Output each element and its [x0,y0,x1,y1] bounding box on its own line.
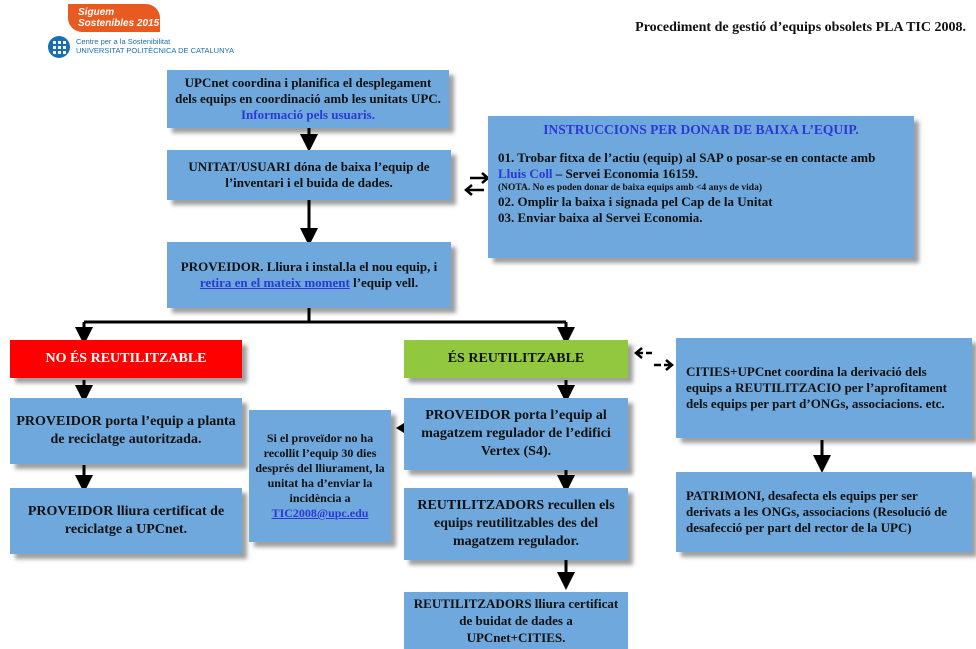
instructions-title: INSTRUCCIONS PER DONAR DE BAIXA L’EQUIP. [543,122,859,137]
patrimoni-disaffection: PATRIMONI, desafecta els equips per ser … [676,472,972,552]
logo-org-line2: UNIVERSITAT POLITÈCNICA DE CATALUNYA [76,46,234,55]
step2-text: UNITAT/USUARI dóna de baixa l’equip de l… [188,159,430,190]
logo-slogan: Siguem Sostenibles 2015 [68,4,160,32]
instructions-note: (NOTA. No es poden donar de baixa equips… [498,183,762,193]
cities-upcnet-derivation: CITIES+UPCnet coordina la derivació dels… [676,338,972,438]
middle-incident-note: Si el proveïdor no ha recollit l’equip 3… [249,410,391,542]
retire-same-moment-link[interactable]: retira en el mateix moment [199,275,350,290]
step-unit-user-deregister: UNITAT/USUARI dóna de baixa l’equip de l… [167,150,451,200]
step3-text: PROVEIDOR. Lliura i instal.la el nou equ… [180,259,438,274]
instructions-line2: 02. Omplir la baixa i signada pel Cap de… [498,194,773,209]
upc-logo-icon [48,36,70,58]
branch-not-reusable-label: NO ÉS REUTILITZABLE [45,351,207,366]
right-warehouse: PROVEIDOR porta l’equip al magatzem regu… [404,398,628,470]
far-right-box2-text: PATRIMONI, desafecta els equips per ser … [686,488,948,535]
users-info-link[interactable]: Informació pels usuaris. [241,107,375,122]
left-recycling-certificate: PROVEIDOR lliura certificat de reciclatg… [10,488,242,554]
instructions-box: INSTRUCCIONS PER DONAR DE BAIXA L’EQUIP.… [488,116,914,258]
instructions-line1: 01. Trobar fitxa de l’actiu (equip) al S… [498,150,876,165]
right-box3-text: REUTILITZADORS lliura certificat de buid… [413,596,619,645]
left-box1-text: PROVEIDOR porta l’equip a planta de reci… [16,414,236,447]
logo-org-text: Centre per a la Sostenibilitat UNIVERSIT… [76,37,234,55]
tic2008-email-link[interactable]: TIC2008@upc.edu [271,506,369,520]
logo-slogan-line1: Siguem [78,7,115,18]
right-box1-text: PROVEIDOR porta l’equip al magatzem regu… [421,408,611,459]
right-reusers-collect: REUTILITZADORS recullen els equips reuti… [404,488,628,560]
step3-text-b: l’equip vell. [349,275,419,290]
page-title: Procediment de gestió d’equips obsolets … [635,20,966,35]
logo-slogan-line2: Sostenibles 2015 [78,18,160,29]
lluis-coll-link[interactable]: Lluis Coll [498,166,553,181]
right-data-wipe-certificate: REUTILITZADORS lliura certificat de buid… [404,592,628,649]
left-box2-text: PROVEIDOR lliura certificat de reciclatg… [27,504,225,537]
step-upcnet-coordination: UPCnet coordina i planifica el desplegam… [167,70,449,128]
right-box2-text: REUTILITZADORS recullen els equips reuti… [417,498,615,549]
far-right-box1-text: CITIES+UPCnet coordina la derivació dels… [686,364,947,411]
step1-text: UPCnet coordina i planifica el desplegam… [175,75,441,106]
branch-reusable-label: ÉS REUTILITZABLE [447,351,585,366]
branch-reusable: ÉS REUTILITZABLE [404,340,628,378]
left-recycling-plant: PROVEIDOR porta l’equip a planta de reci… [10,398,242,464]
branch-not-reusable: NO ÉS REUTILITZABLE [10,340,242,378]
logo-org-line1: Centre per a la Sostenibilitat [76,37,171,46]
middle-note-text: Si el proveïdor no ha recollit l’equip 3… [255,431,385,505]
instructions-line3: 03. Enviar baixa al Servei Economia. [498,210,703,225]
step-provider-delivery: PROVEIDOR. Lliura i instal.la el nou equ… [167,242,451,308]
instructions-line1-b: – Servei Economia 16159. [552,166,699,181]
